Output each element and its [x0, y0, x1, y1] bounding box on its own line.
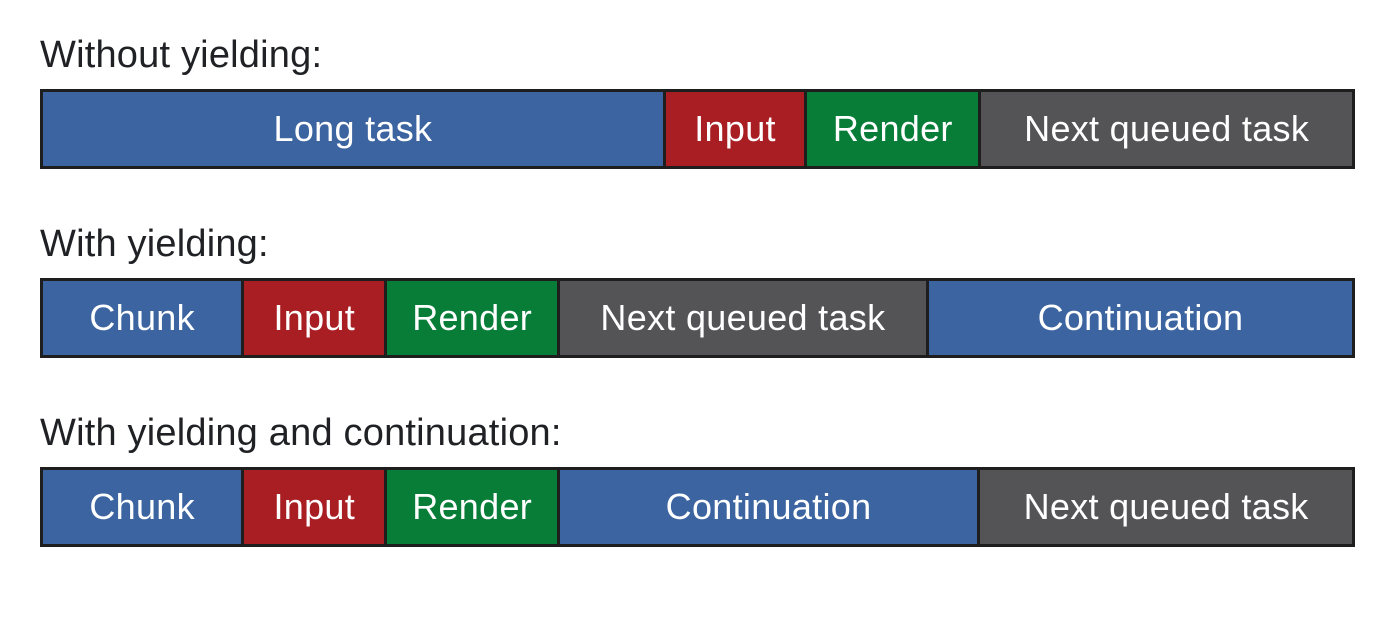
segment-input: Input [662, 92, 805, 166]
section-without-yielding: Without yielding: Long task Input Render… [0, 32, 1396, 169]
segment-render: Render [804, 92, 979, 166]
segment-next-queued-task: Next queued task [978, 92, 1352, 166]
task-bar: Chunk Input Render Continuation Next que… [40, 467, 1355, 547]
segment-input: Input [241, 470, 385, 544]
section-heading: Without yielding: [40, 34, 323, 76]
segment-input: Input [241, 281, 385, 355]
segment-render: Render [384, 281, 557, 355]
segment-next-queued-task: Next queued task [977, 470, 1352, 544]
segment-long-task: Long task [43, 92, 663, 166]
task-bar: Chunk Input Render Next queued task Cont… [40, 278, 1355, 358]
task-bar: Long task Input Render Next queued task [40, 89, 1355, 169]
segment-chunk: Chunk [43, 281, 242, 355]
segment-render: Render [384, 470, 557, 544]
segment-next-queued-task: Next queued task [556, 281, 926, 355]
segment-continuation: Continuation [556, 470, 978, 544]
task-scheduling-diagram: Without yielding: Long task Input Render… [0, 32, 1396, 620]
section-with-yielding-and-continuation: With yielding and continuation: Chunk In… [0, 410, 1396, 547]
segment-continuation: Continuation [925, 281, 1352, 355]
section-with-yielding: With yielding: Chunk Input Render Next q… [0, 221, 1396, 358]
section-heading: With yielding and continuation: [40, 412, 562, 454]
segment-chunk: Chunk [43, 470, 242, 544]
section-heading: With yielding: [40, 223, 269, 265]
